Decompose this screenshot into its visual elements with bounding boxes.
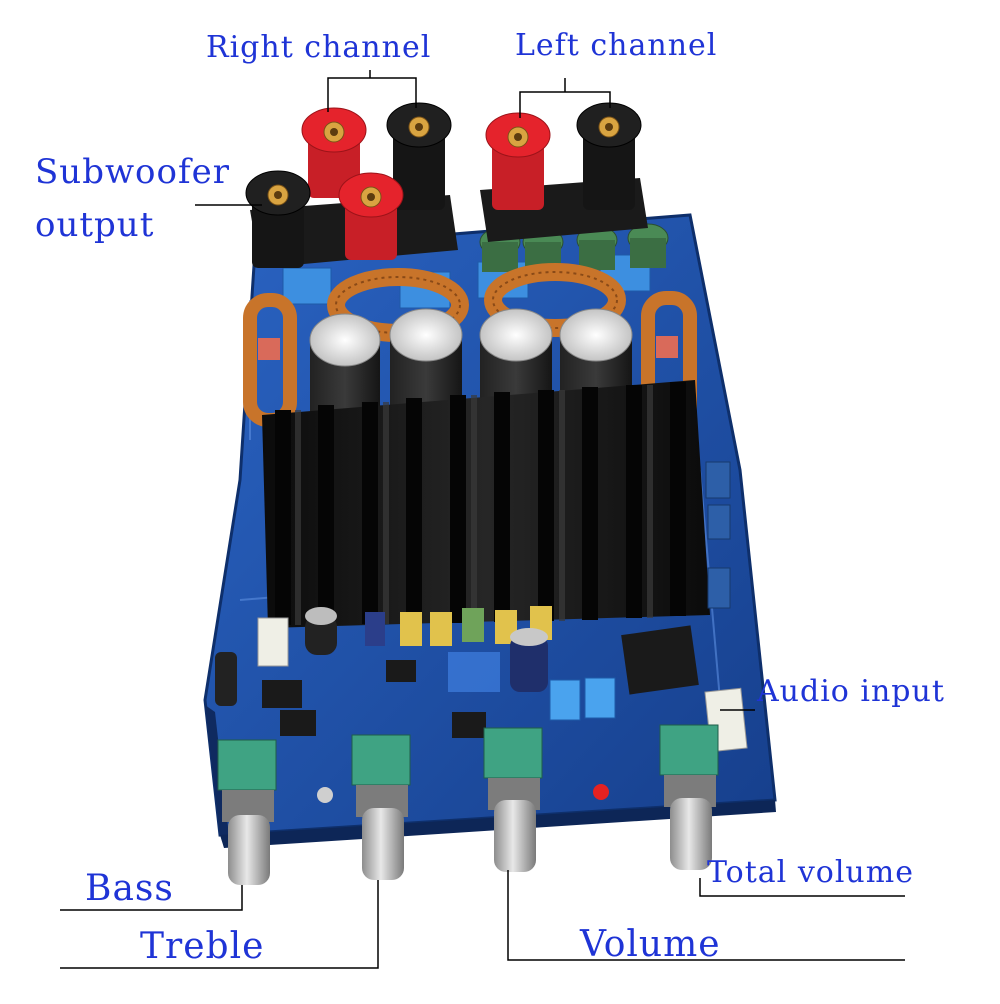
volume-leader <box>507 870 905 961</box>
lower-components <box>215 606 748 803</box>
side-capacitors <box>705 461 731 609</box>
left-channel-label: Left channel <box>515 28 718 63</box>
bass-leader <box>60 885 243 911</box>
subwoofer-label-line1: Subwoofer <box>35 152 230 192</box>
volume-potentiometer <box>483 727 543 872</box>
subwoofer-label-line2: output <box>35 205 155 245</box>
bass-label: Bass <box>85 868 174 909</box>
right-channel-leader <box>327 70 417 112</box>
subwoofer-red-terminal <box>338 172 404 260</box>
right-channel-black-terminal <box>386 102 452 210</box>
callout-lines <box>60 70 905 969</box>
left-channel-black-terminal <box>576 102 642 210</box>
heatsink <box>262 380 710 628</box>
total-volume-label: Total volume <box>707 855 914 890</box>
right-channel-label: Right channel <box>206 30 432 65</box>
bass-potentiometer <box>217 739 277 885</box>
total-volume-potentiometer <box>659 724 719 870</box>
volume-label: Volume <box>580 924 721 965</box>
total-volume-leader <box>699 878 905 897</box>
treble-label: Treble <box>140 926 265 967</box>
left-channel-red-terminal <box>485 112 551 210</box>
treble-potentiometer <box>351 734 411 880</box>
subwoofer-black-terminal <box>245 170 311 268</box>
left-channel-leader <box>519 78 611 118</box>
treble-leader <box>60 880 379 969</box>
audio-input-label: Audio input <box>757 674 945 709</box>
